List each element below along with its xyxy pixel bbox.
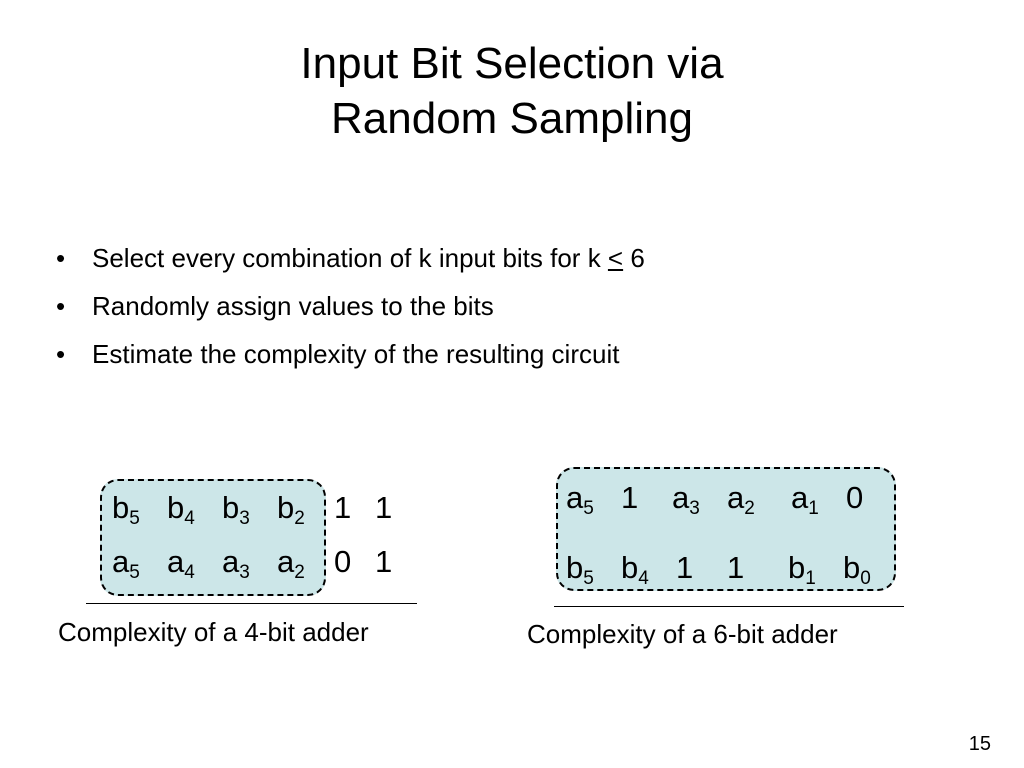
right-row-1-cell: 0 (846, 480, 864, 515)
right-row-1-cell: a1 (791, 480, 819, 519)
bullet-text-tail: 6 (623, 243, 645, 273)
bullet-list: • Select every combination of k input bi… (56, 238, 645, 382)
right-row-1-cell: a3 (672, 480, 700, 519)
bullet-text: Randomly assign values to the bits (92, 291, 494, 321)
left-row-2-cell: 1 (375, 544, 393, 579)
left-selection-box (100, 479, 326, 596)
right-row-1-cell: a5 (566, 480, 594, 519)
slide-title-line-1: Input Bit Selection via (300, 39, 724, 88)
left-row-1-cell: b2 (277, 490, 305, 529)
right-row-1-cell: a2 (727, 480, 755, 519)
left-row-1-cell: b3 (222, 490, 250, 529)
left-row-2-cell: a2 (277, 544, 305, 583)
right-row-2-cell: b0 (843, 550, 871, 589)
bullet-dot: • (56, 291, 66, 321)
left-row-1-cell: b4 (167, 490, 195, 529)
right-row-2-cell: b1 (788, 550, 816, 589)
slide-title-line-2: Random Sampling (331, 94, 693, 143)
bullet-dot: • (56, 339, 66, 369)
right-row-2-cell: 1 (727, 550, 745, 585)
right-selection-box (556, 467, 896, 591)
bullet-text: Select every combination of k input bits… (92, 243, 608, 273)
right-row-2-cell: b5 (566, 550, 594, 589)
left-caption: Complexity of a 4-bit adder (58, 617, 369, 647)
left-row-1-cell: 1 (375, 490, 393, 525)
page-number: 15 (968, 733, 991, 755)
bullet-text: Estimate the complexity of the resulting… (92, 339, 620, 369)
less-equal-symbol: < (607, 243, 624, 273)
left-row-1-cell: b5 (112, 490, 140, 529)
left-row-1-cell: 1 (334, 490, 352, 525)
bullet-item: • Randomly assign values to the bits (56, 286, 645, 334)
right-row-2-cell: b4 (621, 550, 649, 589)
right-row-1-cell: 1 (621, 480, 639, 515)
left-row-2-cell: a4 (167, 544, 195, 583)
bullet-item: • Estimate the complexity of the resulti… (56, 334, 645, 382)
slide-title: Input Bit Selection via Random Sampling (0, 36, 1024, 146)
bullet-item: • Select every combination of k input bi… (56, 238, 645, 286)
left-row-2-cell: a3 (222, 544, 250, 583)
left-row-2-cell: a5 (112, 544, 140, 583)
bullet-dot: • (56, 243, 66, 273)
right-row-2-cell: 1 (676, 550, 694, 585)
right-caption: Complexity of a 6-bit adder (527, 619, 838, 649)
left-row-2-cell: 0 (334, 544, 352, 579)
right-sum-line (554, 606, 904, 607)
left-sum-line (86, 603, 417, 604)
